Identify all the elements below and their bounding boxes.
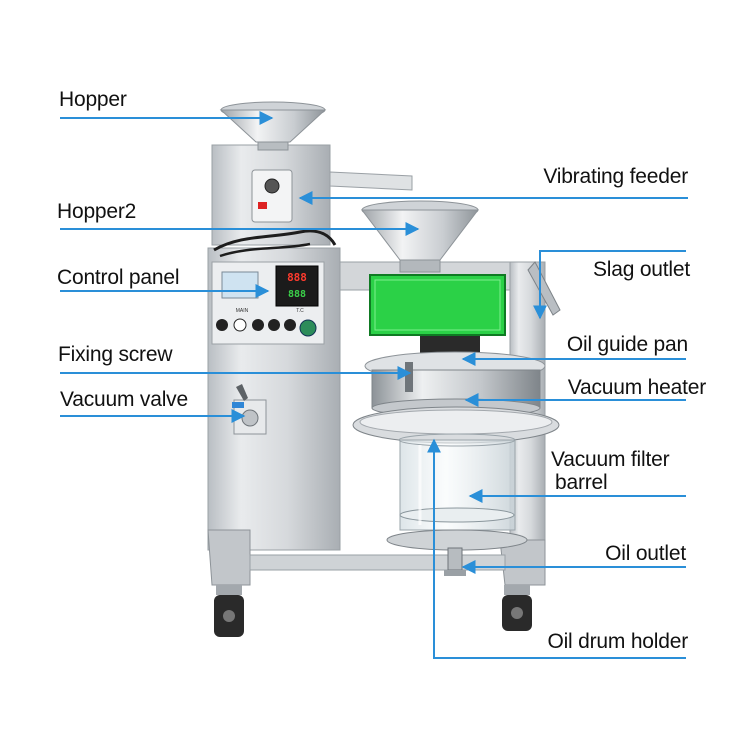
label-fixing-screw: Fixing screw	[58, 343, 173, 366]
valve-handle	[236, 384, 248, 401]
panel-caption: MAIN	[236, 308, 249, 314]
feeder-control-box	[251, 169, 293, 223]
label-oil-guide-pan: Oil guide pan	[566, 333, 688, 356]
display-bottom: 888	[288, 289, 306, 300]
knob-6	[299, 319, 317, 337]
feeder-chute	[329, 171, 413, 191]
knob-5	[284, 319, 296, 331]
base-bar	[249, 554, 506, 571]
label-hopper2: Hopper2	[57, 200, 137, 223]
knob-4	[268, 319, 280, 331]
filter-barrel	[399, 439, 516, 531]
wheel-right	[502, 585, 532, 631]
barrel-base	[386, 529, 528, 551]
temperature-controller	[275, 265, 319, 307]
label-vacuum-valve: Vacuum valve	[60, 388, 188, 411]
label-vacuum-filter-barrel-1: Vacuum filter	[551, 448, 670, 471]
label-hopper: Hopper	[59, 88, 127, 111]
arrow-oil-drum-holder	[427, 438, 686, 659]
knob-1	[216, 319, 228, 331]
slag-chute	[527, 261, 561, 316]
label-oil-outlet: Oil outlet	[605, 542, 686, 565]
arrow-slag-outlet	[533, 250, 686, 320]
label-vibrating-feeder: Vibrating feeder	[543, 165, 688, 188]
base-left	[207, 529, 251, 586]
display-top: 888	[287, 271, 307, 284]
knob-3	[252, 319, 264, 331]
knob-2	[233, 318, 247, 332]
hopper2-funnel	[360, 209, 480, 261]
label-vacuum-filter-barrel-2: barrel	[555, 471, 608, 494]
label-control-panel: Control panel	[57, 266, 180, 289]
wheel-left	[214, 585, 244, 637]
hopper-funnel	[219, 109, 327, 143]
label-oil-drum-holder: Oil drum holder	[547, 630, 688, 653]
label-vacuum-heater: Vacuum heater	[567, 376, 706, 399]
temp-caption: T.C	[296, 308, 304, 314]
green-screen	[369, 274, 506, 336]
label-slag-outlet: Slag outlet	[592, 258, 690, 281]
